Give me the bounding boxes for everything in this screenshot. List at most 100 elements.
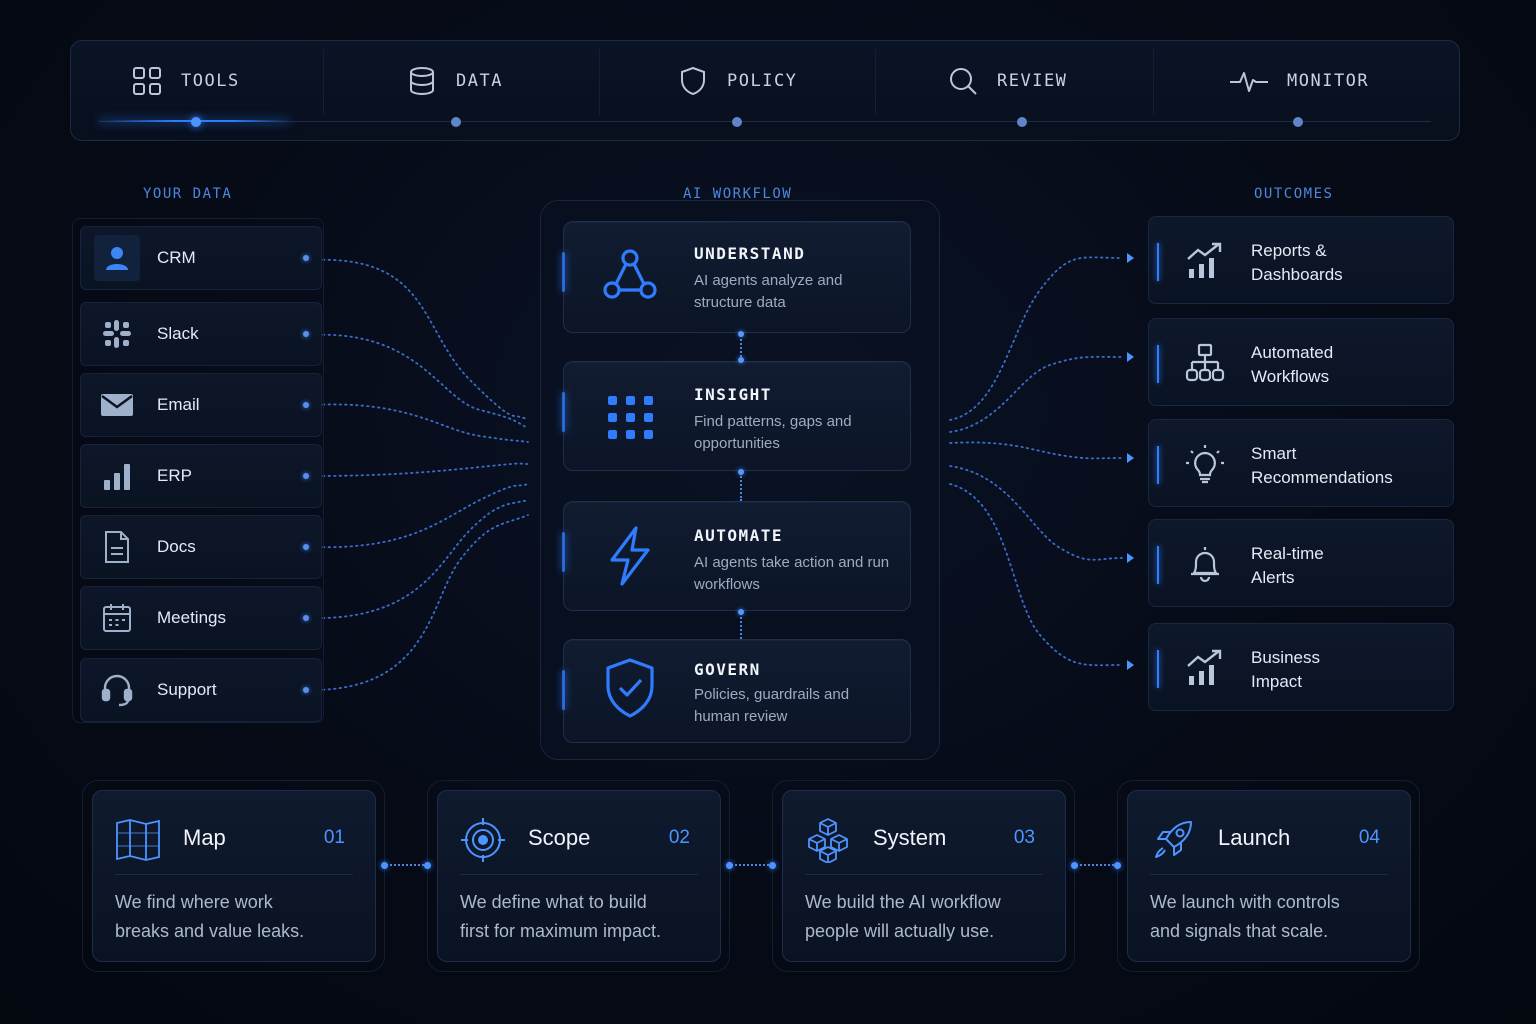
workflow-understand[interactable]: UNDERSTAND AI agents analyze and structu… [562, 221, 911, 333]
target-icon [461, 818, 505, 862]
mail-icon [94, 382, 140, 428]
top-nav: TOOLS DATA POLICY REVIEW MONITOR [70, 40, 1460, 141]
step-dot-monitor [1293, 117, 1303, 127]
document-icon [94, 524, 140, 570]
outcome-line1: Reports & [1251, 241, 1327, 260]
data-source-meetings[interactable]: Meetings [80, 586, 322, 650]
nav-progress-track [99, 121, 1431, 122]
nav-divider [599, 47, 600, 115]
connector-point [303, 402, 309, 408]
outcome-line2: Workflows [1251, 367, 1330, 386]
step-connector-dot [726, 862, 733, 869]
data-source-support[interactable]: Support [80, 658, 322, 722]
outcome-line2: Dashboards [1251, 265, 1343, 284]
wire-alerts [949, 465, 1123, 561]
workflow-title: UNDERSTAND [694, 244, 806, 263]
tab-policy[interactable]: POLICY [677, 41, 797, 121]
step-line1: We build the AI workflow [805, 892, 1001, 912]
workflow-link [740, 335, 742, 361]
divider [805, 874, 1043, 875]
tab-data[interactable]: DATA [406, 41, 503, 121]
tab-policy-label: POLICY [727, 71, 798, 91]
connector-point [303, 473, 309, 479]
workflow-link-dot [738, 331, 744, 337]
search-icon [950, 68, 977, 95]
tab-review[interactable]: REVIEW [947, 41, 1067, 121]
shield-icon [681, 66, 705, 96]
divider [1150, 874, 1388, 875]
step-number: 02 [668, 827, 690, 848]
workflow-title: AUTOMATE [694, 526, 784, 545]
data-source-label: Email [157, 395, 200, 414]
step-title: Scope [528, 825, 591, 850]
card-accent [1157, 446, 1159, 484]
workflow-govern[interactable]: GOVERN Policies, guardrails and human re… [562, 639, 911, 743]
data-source-label: CRM [157, 248, 196, 267]
tab-review-label: REVIEW [997, 71, 1068, 91]
card-accent [1157, 546, 1159, 584]
nav-divider [1153, 47, 1154, 115]
step-number: 04 [1358, 827, 1380, 848]
step-dot-tools [191, 117, 201, 127]
shield-check-icon [606, 658, 654, 718]
workflow-title: GOVERN [694, 660, 761, 679]
data-source-label: Docs [157, 537, 196, 556]
data-source-docs[interactable]: Docs [80, 515, 322, 579]
tab-monitor[interactable]: MONITOR [1229, 41, 1369, 121]
workflow-automate[interactable]: AUTOMATE AI agents take action and run w… [562, 501, 911, 611]
network-icon [603, 249, 657, 299]
data-source-crm[interactable]: CRM [80, 226, 322, 290]
workflow-link-dot [738, 357, 744, 363]
data-source-email[interactable]: Email [80, 373, 322, 437]
card-accent [562, 392, 565, 432]
step-line2: and signals that scale. [1150, 921, 1329, 941]
wire-erp [311, 462, 529, 477]
outcome-reports[interactable]: Reports & Dashboards [1148, 216, 1454, 304]
wire-docs [311, 483, 529, 549]
data-source-slack[interactable]: Slack [80, 302, 322, 366]
workflow-link [740, 613, 742, 639]
arrow-head [1127, 352, 1134, 362]
outcome-line2: Recommendations [1251, 468, 1393, 487]
outcome-line2: Impact [1251, 672, 1303, 691]
workflow-desc: Find patterns, gaps and opportunities [694, 413, 852, 452]
outcome-line1: Smart [1251, 444, 1297, 463]
divider [460, 874, 698, 875]
workflow-insight[interactable]: INSIGHT Find patterns, gaps and opportun… [562, 361, 911, 471]
outcome-label: Reports & Dashboards [1251, 239, 1441, 287]
data-sources-panel [72, 218, 324, 723]
workflow-title: INSIGHT [694, 385, 772, 404]
data-source-erp[interactable]: ERP [80, 444, 322, 508]
cubes-icon [808, 818, 848, 863]
step-dot-policy [732, 117, 742, 127]
tab-tools-label: TOOLS [181, 71, 240, 91]
wire-slack [311, 334, 529, 429]
step-number: 03 [1013, 827, 1035, 848]
card-accent [1157, 650, 1159, 688]
arrow-head [1127, 660, 1134, 670]
card-accent [562, 532, 565, 572]
step-title: Map [183, 825, 226, 850]
wire-support [311, 514, 529, 691]
step-connector-dot [769, 862, 776, 869]
connector-point [303, 255, 309, 261]
lightning-icon [610, 526, 650, 586]
step-connector-dot [1071, 862, 1078, 869]
tab-tools[interactable]: TOOLS [131, 41, 240, 121]
data-source-label: ERP [157, 466, 192, 485]
wire-reports [949, 256, 1123, 421]
slack-icon [94, 311, 140, 357]
your-data-heading: YOUR DATA [143, 186, 233, 202]
outcome-line1: Business [1251, 648, 1320, 667]
tab-data-label: DATA [456, 71, 503, 91]
